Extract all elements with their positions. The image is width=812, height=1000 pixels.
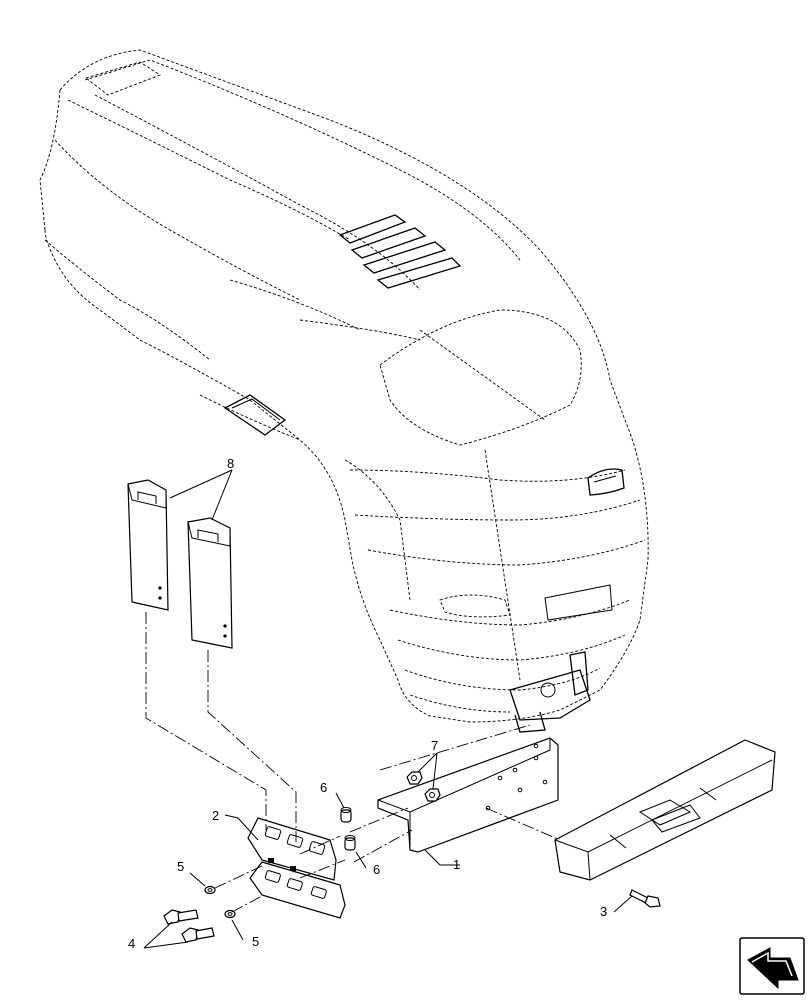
callout-7: 7 xyxy=(431,738,438,753)
callout-2: 2 xyxy=(212,808,219,823)
callout-5b: 5 xyxy=(252,934,259,949)
callout-1: 1 xyxy=(453,857,460,872)
part-1-bracket xyxy=(377,737,559,853)
hood-vents xyxy=(338,214,462,289)
part-5-washers xyxy=(204,885,236,919)
callout-3: 3 xyxy=(600,904,607,919)
alignment-lines xyxy=(145,612,561,913)
brand-badge xyxy=(587,468,625,496)
part-7-nuts xyxy=(406,771,441,802)
part-3-bolt xyxy=(629,889,661,908)
back-arrow-icon[interactable] xyxy=(739,937,805,995)
grille-bands xyxy=(344,449,646,713)
part-2-plates xyxy=(247,817,346,919)
callout-6a: 6 xyxy=(320,780,327,795)
callout-8: 8 xyxy=(227,456,234,471)
counterweight-frame xyxy=(554,739,776,881)
callout-5a: 5 xyxy=(177,859,184,874)
callout-6b: 6 xyxy=(373,862,380,877)
part-4-bolts xyxy=(163,909,215,943)
callout-4: 4 xyxy=(128,936,135,951)
part-6-spacers xyxy=(340,807,356,851)
hood-assembly xyxy=(39,49,649,733)
part-8-sleeves xyxy=(127,479,233,649)
